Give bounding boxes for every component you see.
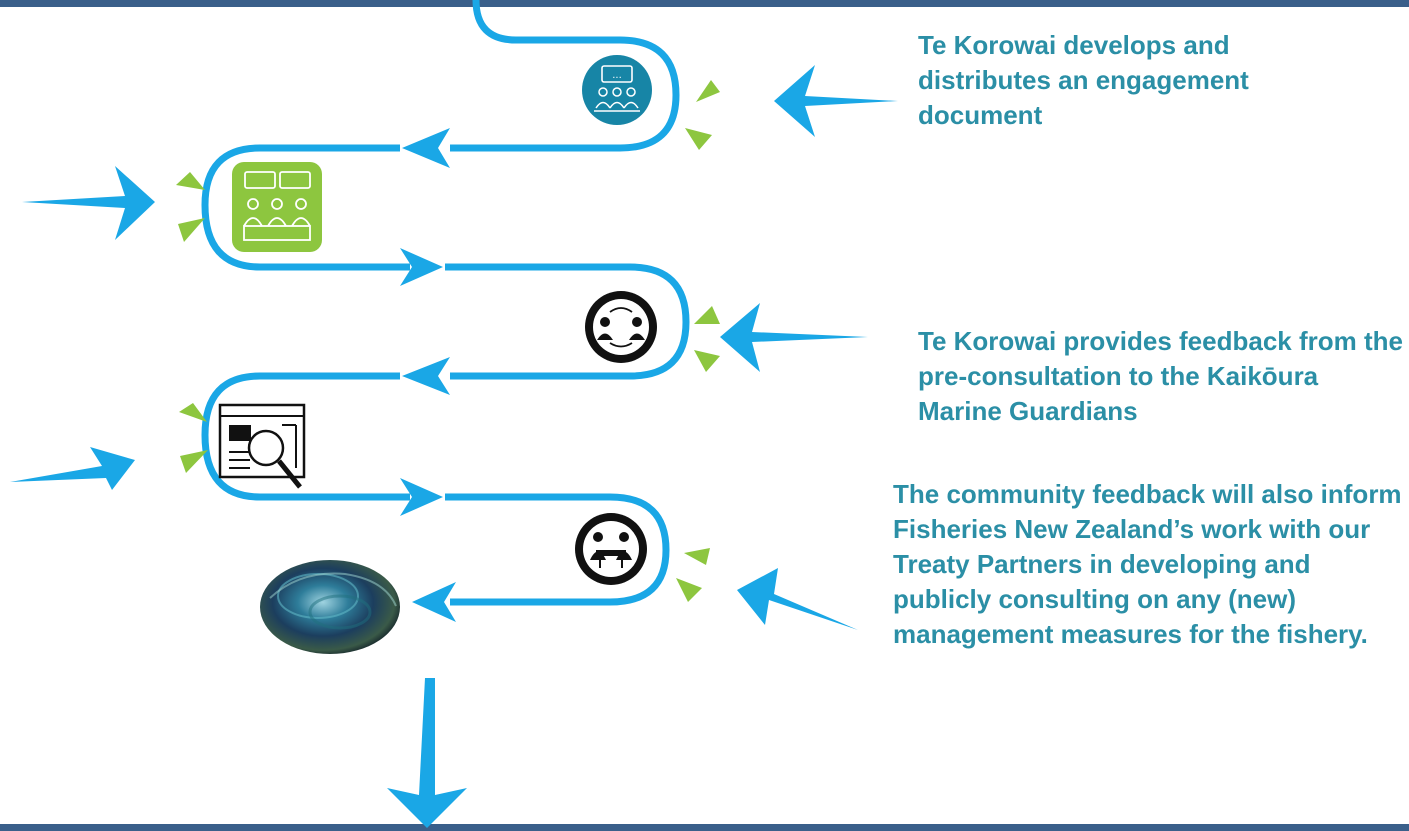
accent-chevron: [676, 578, 702, 602]
accent-chevron: [684, 548, 710, 565]
step-note-engagement-document: Te Korowai develops and distributes an e…: [918, 30, 1249, 130]
pointer-arrow-left: [720, 303, 868, 372]
path-arrowhead-left: [412, 582, 456, 622]
accent-chevron: [179, 403, 207, 422]
pointer-arrow-up-left: [737, 568, 858, 630]
path-arrowhead-left: [402, 357, 450, 395]
accent-chevron: [180, 450, 208, 473]
svg-text:...: ...: [612, 70, 622, 81]
document-review-icon: [218, 403, 306, 489]
accent-chevron: [696, 80, 720, 102]
accent-chevron: [178, 218, 205, 242]
step-note-fisheries-consultation: The community feedback will also inform …: [893, 479, 1402, 649]
top-border-bar: [0, 0, 1409, 7]
flow-path: [445, 493, 670, 606]
path-arrowhead-right: [400, 248, 443, 286]
flow-path: [445, 263, 690, 380]
bottom-border-bar: [0, 824, 1409, 831]
step-note-feedback-to-guardians: Te Korowai provides feedback from the pr…: [918, 326, 1403, 426]
pointer-arrow-up-right: [10, 447, 135, 490]
paua-shell-image: [260, 560, 400, 654]
flow-path: [450, 0, 680, 152]
accent-chevron: [176, 172, 205, 190]
flow-path: [201, 372, 410, 501]
pointer-arrow-right: [22, 166, 155, 240]
flow-path: [201, 144, 410, 271]
accent-chevron: [694, 306, 720, 324]
feedback-exchange-icon: [585, 291, 657, 363]
pointer-arrow-left: [774, 65, 898, 137]
meeting-discussion-icon: ...: [582, 55, 652, 125]
pointer-arrow-down: [387, 678, 467, 828]
path-arrowhead-left: [402, 128, 450, 168]
accent-chevron: [685, 128, 712, 150]
stakeholder-engagement-icon: [232, 162, 322, 252]
round-table-meeting-icon: [575, 513, 647, 585]
accent-chevron: [694, 350, 720, 372]
path-arrowhead-right: [400, 478, 443, 516]
